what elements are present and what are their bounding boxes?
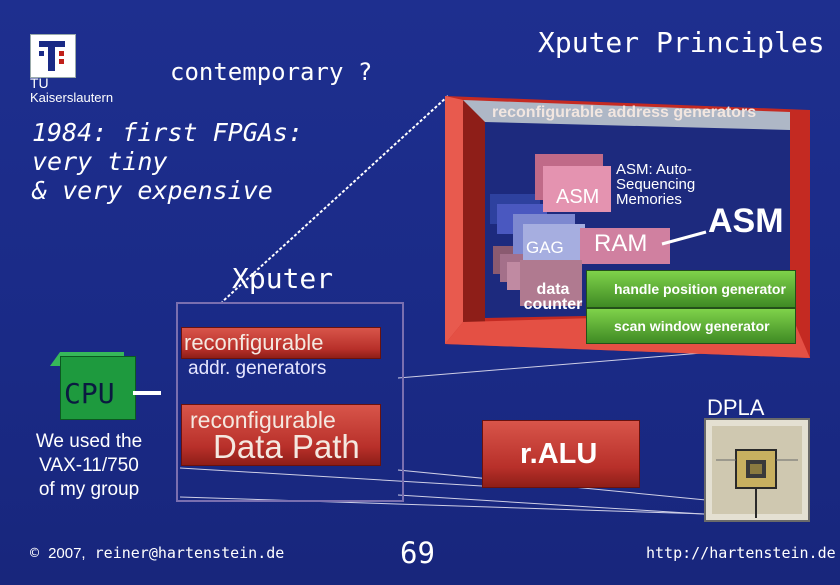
asm-description: ASM: Auto-Sequencing Memories (616, 161, 696, 208)
footer-email[interactable]: reiner@hartenstein.de (94, 544, 285, 562)
reconfig-dp-sub: Data Path (213, 428, 360, 465)
footer-year: 2007, (48, 545, 86, 562)
fpga-history-text: 1984: first FPGAs: very tiny & very expe… (32, 118, 303, 205)
institution-name: Kaiserslautern (30, 90, 114, 105)
xputer-frame (176, 302, 404, 502)
handle-bar (586, 270, 796, 308)
question-text: contemporary ? (170, 58, 373, 86)
vax-note: We used the VAX-11/750 of my group (35, 431, 143, 500)
reconfig-dp-title: reconfigurable (190, 407, 336, 433)
logo-text: TU (30, 75, 49, 91)
ralu-label: r.ALU (520, 438, 598, 470)
handle-label: handle position generator (614, 281, 786, 297)
asm-callout: ASM (708, 202, 784, 240)
cpu-label: CPU (64, 377, 115, 410)
cpu-connector (133, 391, 161, 395)
slide-title: Xputer Principles (538, 26, 825, 59)
ram-box: RAM (594, 230, 648, 257)
tu-logo (30, 34, 76, 78)
asm-box: ASM (556, 186, 600, 208)
asm-callout-line (661, 230, 707, 246)
cpu-box (60, 356, 136, 420)
footer-credit: © 2007, reiner@hartenstein.de (30, 544, 284, 562)
reconfig-addr-title: reconfigurable (184, 330, 324, 355)
scan-label: scan window generator (614, 318, 770, 334)
data-path-bar (181, 404, 381, 466)
ralu-box (482, 420, 640, 488)
top-label: reconfigurable address generators (492, 104, 757, 121)
copyright-symbol: © (30, 544, 40, 562)
dpla-chip-image (704, 418, 810, 522)
scan-bar (586, 308, 796, 344)
gag-box: GAG (526, 238, 564, 257)
reconfig-addr-sub: addr. generators (188, 358, 327, 379)
address-generator-bar (181, 327, 381, 359)
footer-url[interactable]: http://hartenstein.de (646, 544, 836, 562)
data-counter: data counter (523, 281, 583, 313)
page-number: 69 (400, 536, 435, 570)
dpla-label: DPLA (707, 395, 765, 420)
